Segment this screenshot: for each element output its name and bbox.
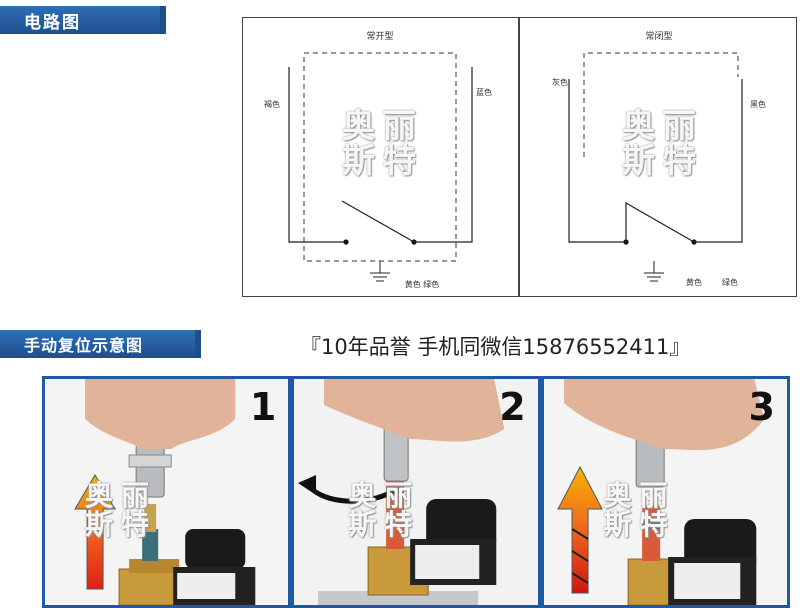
- watermark-line2: 斯特: [622, 140, 704, 180]
- normally-open-switch-blade: [341, 200, 415, 243]
- reset-step-2: 2 奥丽 斯特: [294, 379, 538, 605]
- section-title-circuit-text: 电路图: [24, 12, 81, 33]
- watermark-line2: 斯特: [342, 140, 424, 180]
- normally-closed-switch-blade: [625, 201, 695, 243]
- normally-open-left-wire-label: 褐色: [264, 99, 280, 109]
- normally-closed-frame: [519, 17, 797, 297]
- watermark-step-2: 奥丽 斯特: [348, 481, 420, 540]
- step-3-number: 3: [748, 385, 775, 429]
- normally-open-right-wire-label: 蓝色: [476, 87, 492, 97]
- watermark-step-3: 奥丽 斯特: [604, 481, 676, 540]
- watermark-line2: 斯特: [603, 508, 676, 542]
- watermark-step-1: 奥丽 斯特: [85, 481, 157, 540]
- reset-step-3: 3 奥丽 斯特: [543, 379, 787, 605]
- reset-step-1: 1 奥丽 斯特: [45, 379, 289, 605]
- normally-open-left-wire: [288, 67, 346, 243]
- step-3-photo: [543, 379, 787, 605]
- normally-open-contact-left: [343, 239, 349, 245]
- watermark-line1: 奥丽: [603, 479, 676, 512]
- step-1-number: 1: [249, 385, 277, 429]
- step-1-photo: [45, 379, 289, 605]
- watermark-line2: 斯特: [85, 508, 158, 542]
- step-2-number: 2: [499, 385, 526, 429]
- normally-closed-ground-label-yellow: 黄色: [686, 277, 702, 287]
- step-2-photo: [294, 379, 538, 605]
- normally-open-title: 常开型: [366, 30, 393, 42]
- up-arrow-icon: [74, 474, 116, 590]
- watermark-line1: 奥丽: [342, 106, 424, 145]
- watermark-line1: 奥丽: [622, 106, 704, 145]
- promo-text: 『10年品誉 手机同微信15876552411』: [300, 335, 691, 359]
- normally-closed-left-wire: [568, 79, 626, 243]
- watermark-line1: 奥丽: [85, 479, 158, 512]
- watermark-line1: 奥丽: [348, 479, 421, 512]
- watermark-circuit-closed: 奥丽 斯特: [622, 106, 704, 180]
- watermark-circuit-open: 奥丽 斯特: [342, 106, 424, 180]
- section-title-circuit: 电路图: [0, 6, 166, 34]
- normally-closed-title: 常闭型: [645, 30, 672, 42]
- normally-closed-enclosure: [583, 52, 739, 157]
- rotate-arrow-icon: [298, 475, 396, 504]
- watermark-line2: 斯特: [348, 508, 421, 542]
- section-title-reset-text: 手动复位示意图: [24, 336, 144, 355]
- section-title-reset: 手动复位示意图: [0, 330, 201, 358]
- normally-closed-left-wire-label: 灰色: [552, 77, 568, 87]
- reset-steps: 1 奥丽 斯特 2: [42, 376, 790, 608]
- normally-closed-right-wire: [694, 79, 743, 243]
- down-arrow-icon: [556, 465, 603, 594]
- circuit-diagram: 常开型 褐色 蓝色 黄色 绿色 常闭型 灰色 黑色: [242, 17, 798, 297]
- normally-open-ground-label: 黄色 绿色: [405, 279, 440, 289]
- normally-open-right-wire: [414, 67, 473, 243]
- circuit-diagram-svg: 常开型 褐色 蓝色 黄色 绿色 常闭型 灰色 黑色: [242, 17, 797, 297]
- normally-closed-right-wire-label: 黑色: [750, 99, 766, 109]
- normally-closed-ground-label-green: 绿色: [722, 277, 738, 287]
